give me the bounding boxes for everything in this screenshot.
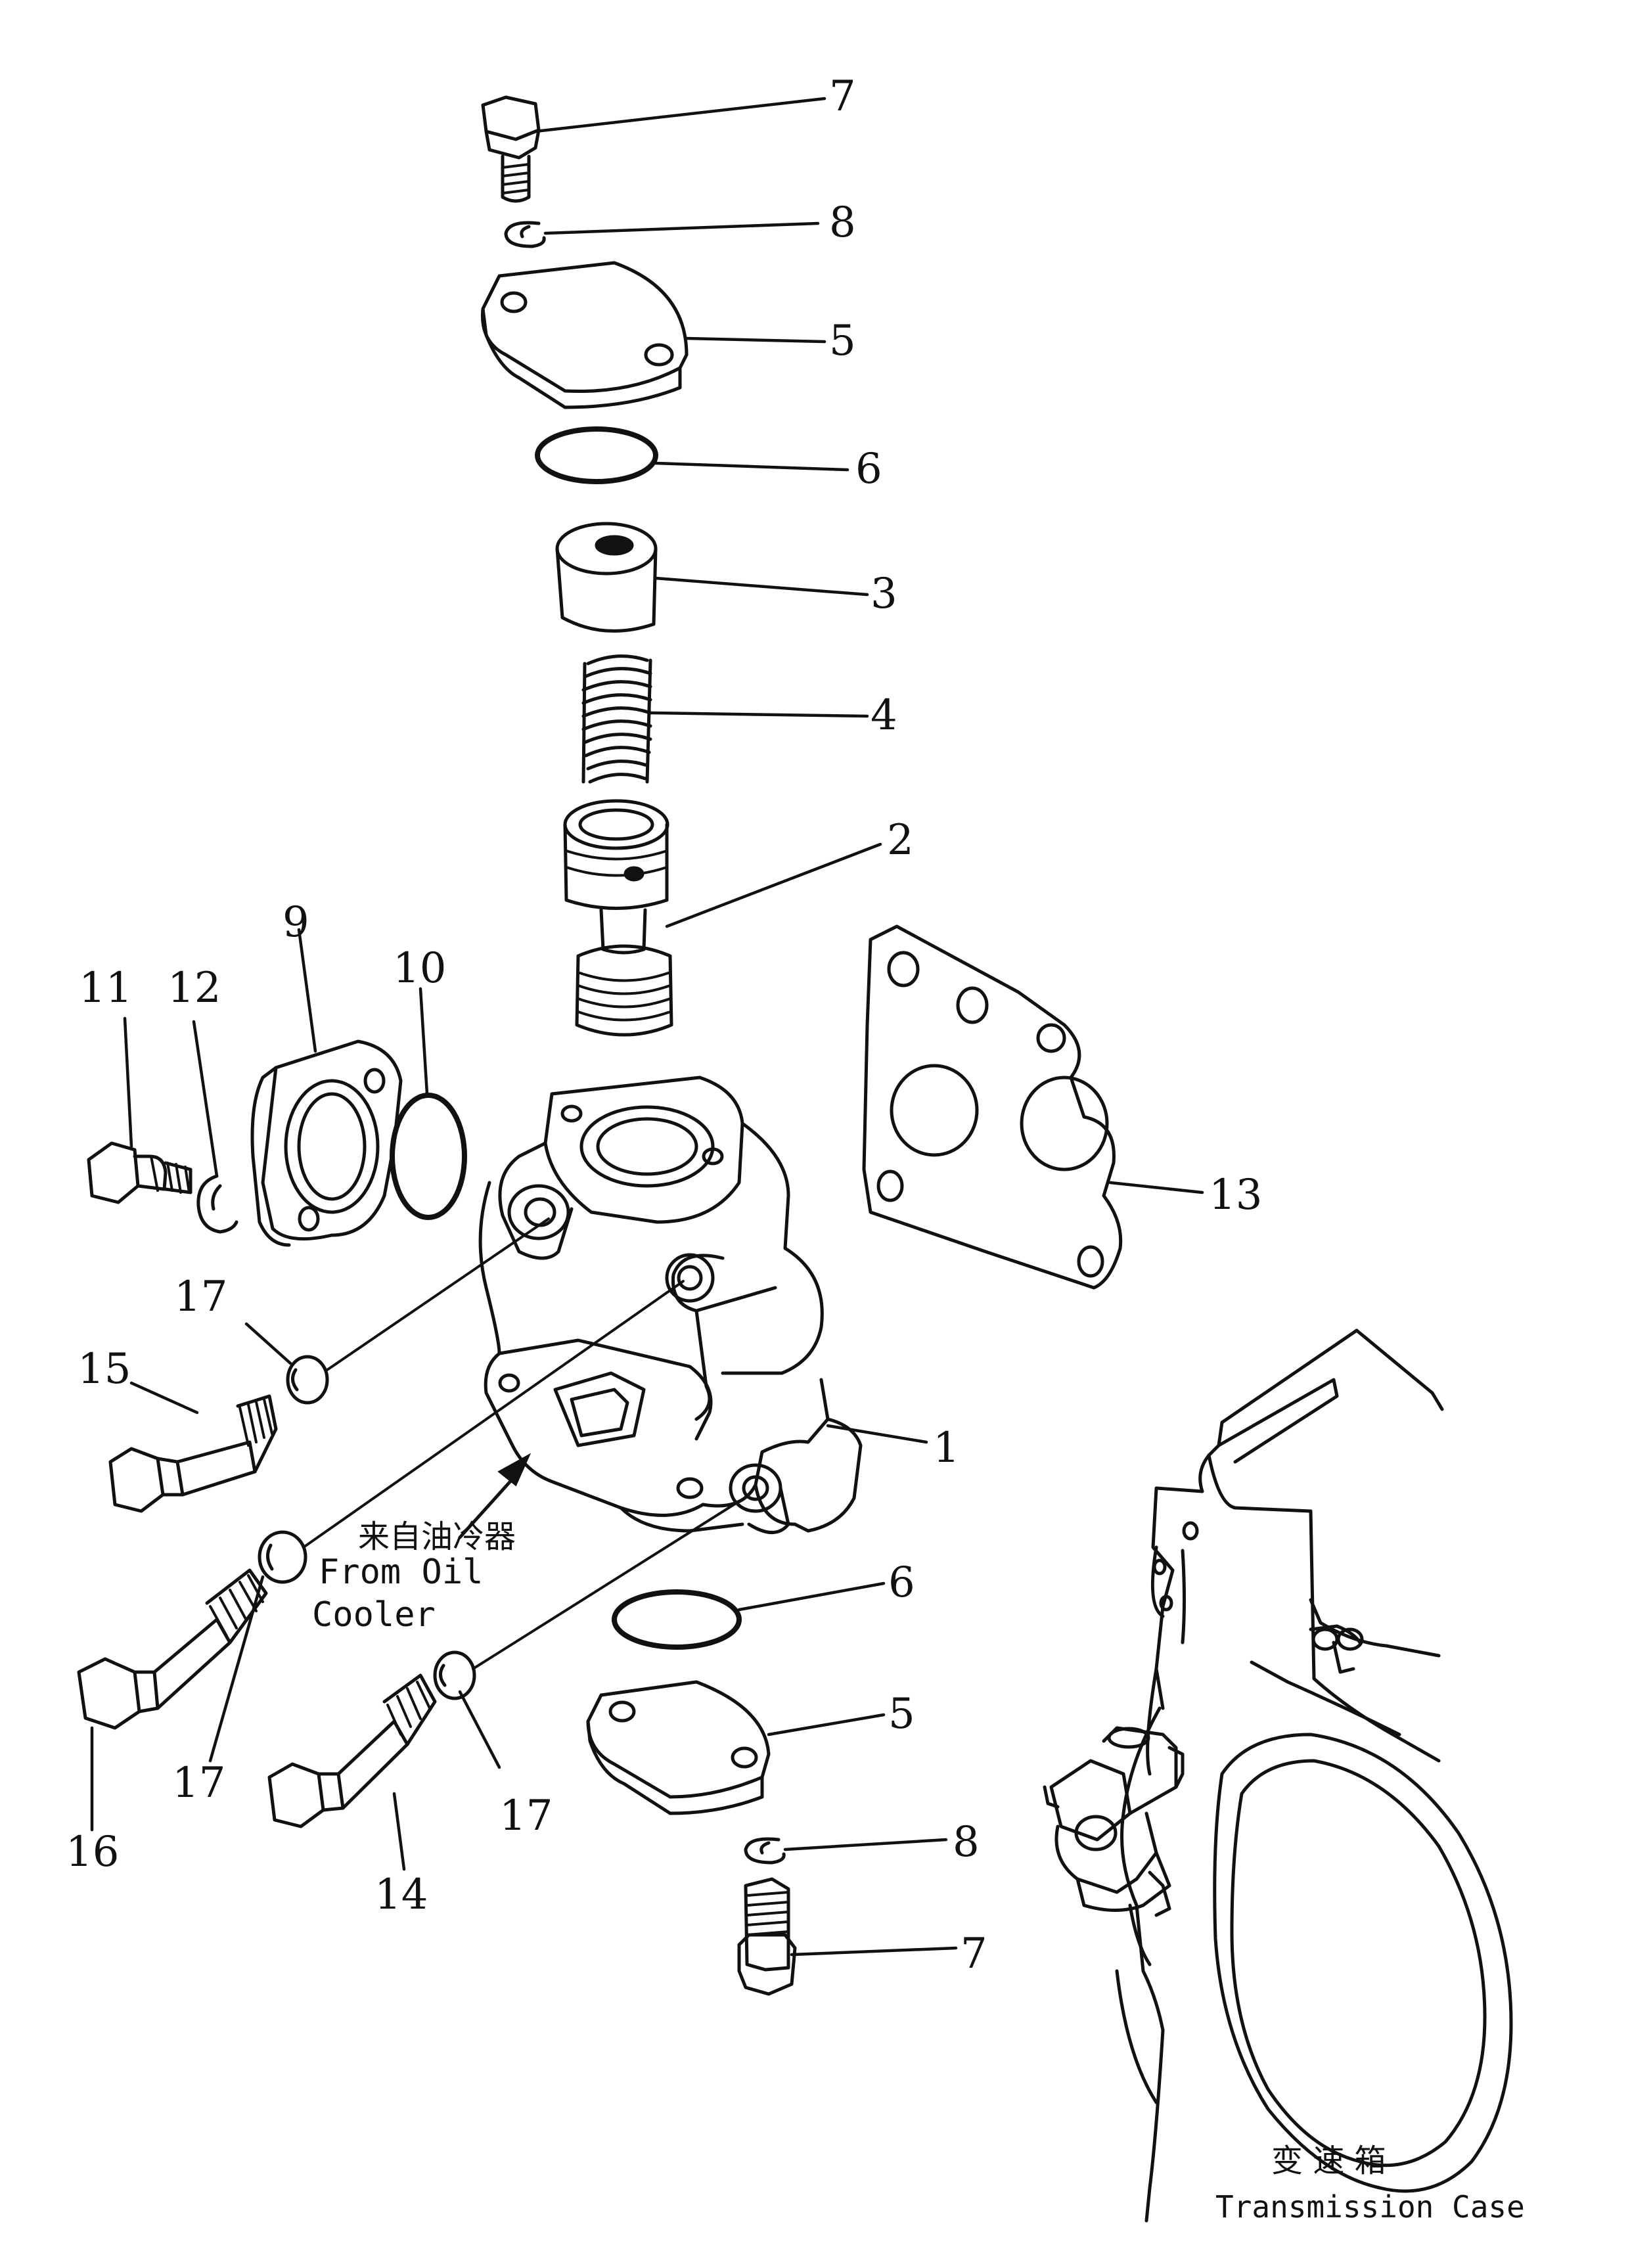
callout-7-top: 7 <box>829 72 856 121</box>
valve-spool-2 <box>563 799 673 1037</box>
callout-8-bottom: 8 <box>953 1818 980 1867</box>
bolt-16 <box>77 1568 268 1730</box>
bolt-15 <box>108 1394 278 1513</box>
leader-lines <box>90 97 1204 1957</box>
lock-washer-8-top <box>504 221 546 248</box>
o-ring-10 <box>390 1093 467 1220</box>
valve-body-1 <box>478 1076 863 1534</box>
callout-5-top: 5 <box>829 317 856 365</box>
callout-10: 10 <box>393 944 446 993</box>
washer-17-upper <box>286 1355 329 1405</box>
cover-5-top <box>480 261 689 409</box>
callout-2: 2 <box>887 816 914 865</box>
from-oil-cooler-en-line1: From Oil <box>319 1553 483 1592</box>
callout-16: 16 <box>66 1828 119 1876</box>
callout-17-upper: 17 <box>174 1273 227 1321</box>
callout-14: 14 <box>374 1871 428 1919</box>
bolt-11 <box>87 1141 192 1204</box>
callout-numbers: 7 8 5 6 3 4 2 11 12 9 10 13 1 17 15 6 5 … <box>66 72 1262 1978</box>
transmission-case <box>1043 1328 1513 2223</box>
bolt-7-bottom <box>737 1877 797 1996</box>
cover-5-bottom <box>586 1680 771 1815</box>
washer-17-lower <box>433 1650 476 1700</box>
flow-note: 来自油冷器 From Oil Cooler <box>312 1518 516 1635</box>
o-ring-6-top <box>535 426 658 484</box>
callout-17-lower: 17 <box>499 1792 553 1840</box>
callout-11: 11 <box>79 964 132 1012</box>
lock-washer-8-bottom <box>744 1837 786 1865</box>
lock-washer-12 <box>196 1174 238 1234</box>
assembly-line-upper <box>326 1217 550 1371</box>
from-oil-cooler-en-line2: Cooler <box>312 1595 436 1635</box>
flange-9 <box>250 1039 403 1247</box>
callout-1: 1 <box>933 1424 960 1472</box>
flow-arrow <box>458 1453 532 1539</box>
callout-13: 13 <box>1209 1171 1262 1219</box>
bolt-14 <box>267 1673 437 1828</box>
assembly-line-lower <box>472 1500 740 1670</box>
callout-15: 15 <box>78 1345 131 1394</box>
callout-17-middle: 17 <box>172 1759 225 1807</box>
callout-4: 4 <box>871 691 897 740</box>
callout-6-bottom: 6 <box>888 1558 915 1607</box>
o-ring-6-bottom <box>612 1589 742 1650</box>
callout-3: 3 <box>871 570 897 618</box>
transmission-case-en: Transmission Case <box>1215 2189 1525 2225</box>
transmission-case-label: 变 速 箱 Transmission Case <box>1215 2143 1525 2225</box>
bolt-7-top <box>481 95 541 203</box>
transmission-case-cn: 变 速 箱 <box>1271 2143 1386 2179</box>
callout-5-bottom: 5 <box>888 1690 915 1738</box>
callout-6-top: 6 <box>855 445 882 493</box>
callout-12: 12 <box>168 964 221 1012</box>
washer-17-middle <box>258 1530 307 1584</box>
gasket-13 <box>862 924 1123 1290</box>
from-oil-cooler-cn: 来自油冷器 <box>358 1518 516 1555</box>
callout-7-bottom: 7 <box>961 1930 987 1978</box>
sleeve-3 <box>555 522 658 633</box>
assembly-line-middle <box>302 1280 685 1549</box>
spring-4 <box>581 654 652 784</box>
callout-9: 9 <box>283 898 309 947</box>
callout-8-top: 8 <box>829 198 856 247</box>
